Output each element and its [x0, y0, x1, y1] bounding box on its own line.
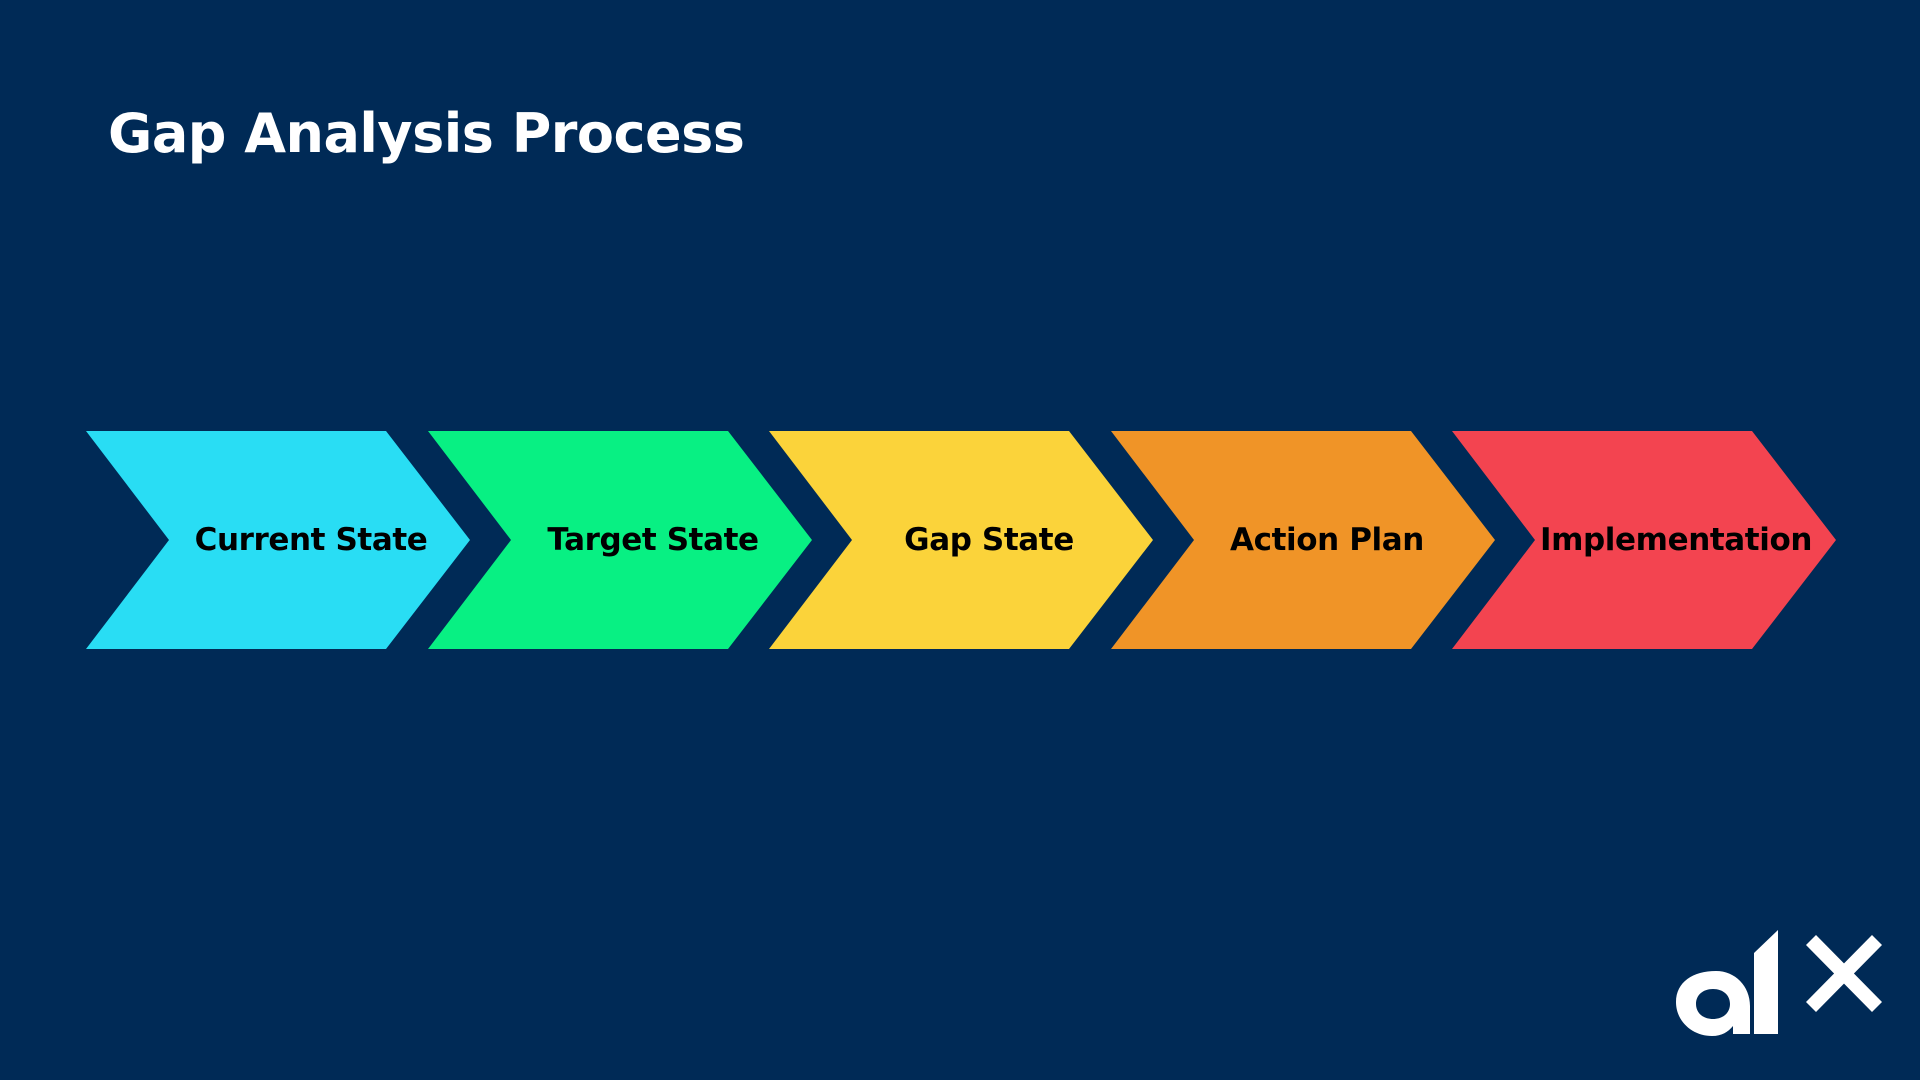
process-step-label: Implementation: [1539, 522, 1813, 558]
slide-title: Gap Analysis Process: [108, 102, 745, 165]
alx-logo-icon: [1672, 930, 1884, 1042]
process-step-target-state: Target State: [428, 431, 812, 649]
process-step-implementation: Implementation: [1452, 431, 1836, 649]
process-step-label: Current State: [194, 522, 428, 558]
process-step-gap-state: Gap State: [769, 431, 1153, 649]
process-step-label: Target State: [547, 522, 759, 558]
process-step-current-state: Current State: [86, 431, 470, 649]
process-step-label: Gap State: [904, 522, 1074, 558]
process-step-action-plan: Action Plan: [1111, 431, 1495, 649]
alx-logo-glyph: [1676, 930, 1882, 1036]
process-step-label: Action Plan: [1230, 522, 1424, 558]
